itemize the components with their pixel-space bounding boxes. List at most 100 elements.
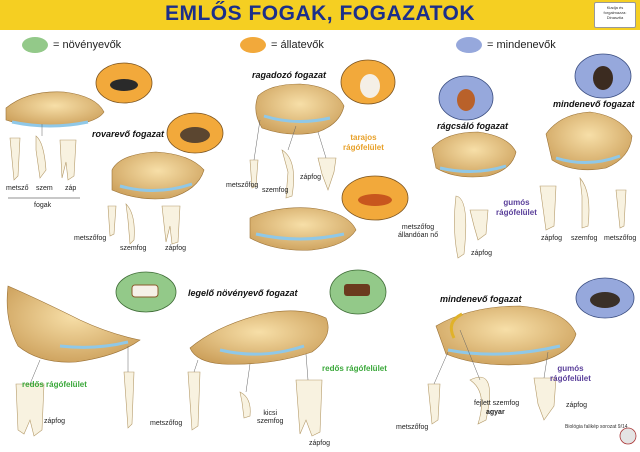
label-szem: szem (36, 185, 53, 192)
label-metszofog-5: metszőfog (150, 420, 183, 427)
label-szemfog-2: szemfog (262, 187, 289, 194)
boar-skull (435, 305, 577, 366)
label-zapfog-3: zápfog (471, 250, 493, 257)
tooth-canine-hedgehog (125, 203, 135, 245)
heading-mindenevo-bottom: mindenevő fogazat (440, 294, 522, 304)
legend-herbivore: = növényevők (22, 36, 121, 54)
fox-icon (358, 194, 392, 206)
label-agyar: agyar (486, 409, 505, 416)
corner-stamp (619, 427, 637, 445)
cow-skull (6, 285, 141, 363)
squirrel-teeth-row (439, 164, 507, 174)
heading-mindenevo-top: mindenevő fogazat (553, 99, 635, 109)
label-zapfog-5: zápfog (44, 418, 66, 425)
mole-teeth-row (11, 120, 89, 128)
tooth-molar-boar (533, 377, 557, 421)
tooth-incisor-cat (249, 159, 259, 189)
hedgehog-skull (111, 151, 205, 200)
page-title: EMLŐS FOGAK, FOGAZATOK (164, 2, 476, 25)
label-zapfog-6: zápfog (309, 440, 331, 447)
label-fejlett-szemfog: fejlett szemfog (474, 400, 520, 407)
boar-teeth-row (447, 344, 561, 356)
title-banner (0, 0, 640, 30)
cat-teeth-row (263, 114, 331, 124)
fox-skull (249, 207, 357, 251)
tooth-canine-horse (239, 391, 251, 419)
cow-teeth-row (59, 340, 129, 349)
tooth-molar-hedgehog (161, 205, 181, 245)
label-zapfog-7: zápfog (566, 402, 588, 409)
tooth-tusk-boar (469, 376, 490, 425)
surface-tarajos: tarajos rágófelület (343, 133, 384, 152)
label-kicsi-szemfog: kicsi szemfog (257, 410, 284, 425)
squirrel-skull (431, 131, 517, 178)
fox-teeth-row (255, 232, 345, 241)
horse-teeth-row (219, 344, 305, 356)
label-fogak: fogak (34, 202, 52, 209)
tooth-molar-horse (295, 379, 323, 437)
label-zapfog-1: zápfog (165, 245, 187, 252)
label-zap: záp (65, 185, 77, 192)
mole-icon (110, 79, 138, 91)
tooth-incisor-squirrel (454, 195, 467, 259)
legend-label: = növényevők (53, 39, 122, 51)
tooth-incisor-mole (9, 137, 21, 181)
surface-gumos-bottom: gumós rágófelület (550, 364, 591, 383)
label-zapfog-4: zápfog (541, 235, 563, 242)
legend-omnivore: = mindenevők (456, 36, 556, 54)
heading-ragadozo: ragadozó fogazat (252, 70, 327, 80)
series-credit: Biológia falikép sorozat 9/14 (565, 424, 628, 430)
label-metszofog-2: metszőfog (226, 182, 259, 189)
label-metszofog-3: metszőfog állandóan nő (398, 224, 439, 239)
tooth-molar-mole (59, 139, 77, 181)
blue-swatch (456, 37, 482, 53)
publisher-logo: Kiadja és forgalmazza: Dinasztia (594, 2, 636, 28)
tooth-molar-cat (317, 157, 337, 191)
boar-icon (590, 292, 620, 308)
cat-icon (360, 74, 380, 98)
tooth-canine-mole (35, 135, 47, 179)
tooth-incisor-hedgehog (107, 205, 117, 237)
chimpanzee-icon (593, 66, 613, 90)
tooth-incisor-boar (427, 383, 441, 425)
heading-ragcsalo: rágcsáló fogazat (437, 121, 509, 131)
tooth-molar-squirrel (469, 209, 489, 241)
green-swatch (22, 37, 48, 53)
tooth-incisor-chimp (615, 189, 627, 229)
pointer-lines (29, 119, 549, 393)
label-szemfog-4: szemfog (571, 235, 598, 242)
horse-skull (189, 310, 329, 365)
label-metszofog-4: metszőfog (604, 235, 637, 242)
tooth-incisor-horse (187, 371, 201, 431)
orange-swatch (240, 37, 266, 53)
legend-carnivore: = állatevők (240, 36, 324, 54)
chimpanzee-skull (545, 111, 633, 171)
label-metszofog-6: metszőfog (396, 424, 429, 431)
legend-label: = állatevők (271, 39, 324, 51)
surface-redos-right: redős rágófelület (322, 364, 387, 373)
label-metszofog-1: metszőfog (74, 235, 107, 242)
hedgehog-teeth-row (119, 182, 193, 193)
label-metszo: metsző (6, 185, 29, 192)
tooth-molar-chimp (539, 185, 557, 231)
chimpanzee-teeth-row (555, 154, 621, 165)
mole-skull (5, 91, 105, 127)
label-zapfog-2: zápfog (300, 174, 322, 181)
label-szemfog-1: szemfog (120, 245, 147, 252)
tooth-incisor-cow (123, 371, 135, 429)
hedgehog-icon (180, 127, 210, 143)
boar-tusk (449, 312, 463, 339)
legend-label: = mindenevők (487, 39, 556, 51)
surface-redos-left: redős rágófelület (22, 380, 87, 389)
squirrel-icon (457, 89, 475, 111)
tooth-molar-cow (15, 383, 45, 437)
tooth-canine-cat (281, 149, 294, 199)
heading-rovarevo: rovarevő fogazat (92, 129, 165, 139)
cow-icon (131, 284, 159, 298)
cat-skull (255, 83, 345, 135)
horse-icon (344, 284, 370, 296)
surface-gumos-top: gumós rágófelület (496, 198, 537, 217)
heading-legelo: legelő növényevő fogazat (188, 288, 298, 298)
tooth-canine-chimp (579, 177, 590, 229)
